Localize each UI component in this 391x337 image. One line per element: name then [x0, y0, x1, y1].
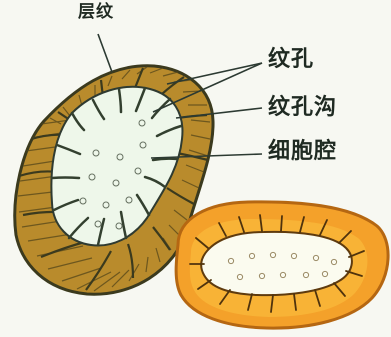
pit-label: 纹孔	[268, 48, 314, 70]
cross-section-stone-cell	[176, 202, 388, 328]
cross-section-lumen	[201, 232, 352, 295]
cell-lumen-label: 细胞腔	[268, 140, 337, 162]
layer-leader-line	[98, 34, 112, 72]
layer-label: 层纹	[78, 4, 114, 21]
pit-canal-label: 纹孔沟	[268, 96, 337, 118]
